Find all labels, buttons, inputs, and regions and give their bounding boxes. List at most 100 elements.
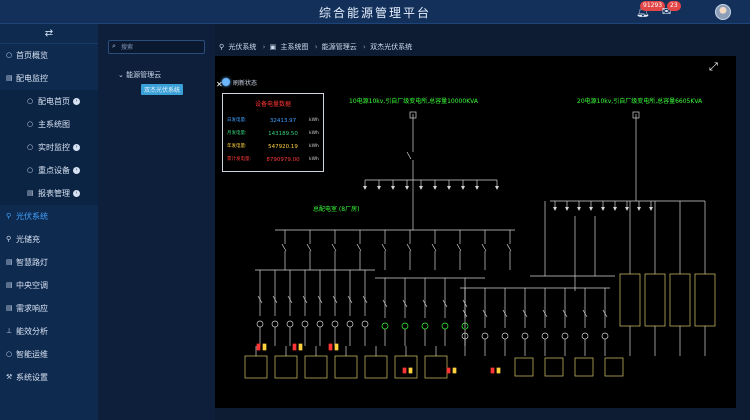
location-pin-icon: ⚲ xyxy=(219,43,225,51)
tree-node-child[interactable]: 双杰光伏系统 xyxy=(141,84,184,95)
document-icon: ▤ xyxy=(27,189,34,197)
arrow-symbol xyxy=(405,186,409,190)
sidebar-item-0[interactable]: ○首页概览 xyxy=(0,44,98,67)
chevron-right-icon: › xyxy=(73,167,80,174)
wire xyxy=(481,243,487,252)
wire xyxy=(356,243,362,252)
sidebar-item-1[interactable]: ▤配电监控 xyxy=(0,67,98,90)
stat-value: 143189.50 xyxy=(268,131,298,137)
sidebar-item-7[interactable]: ⚲光伏系统 xyxy=(0,205,98,228)
equipment-box xyxy=(632,111,640,119)
arrow-symbol xyxy=(495,186,499,190)
search-input[interactable] xyxy=(121,42,201,52)
sidebar-item-11[interactable]: ▤需求响应 xyxy=(0,297,98,320)
stat-value: 32413.97 xyxy=(269,118,297,124)
transformer-symbol xyxy=(581,332,589,340)
sidebar-item-13[interactable]: ○智能运维 xyxy=(0,343,98,366)
wire xyxy=(502,309,508,318)
sidebar-item-label: 需求响应 xyxy=(16,304,48,313)
transformer-symbol xyxy=(286,320,294,328)
breadcrumb-item[interactable]: 光伏系统 xyxy=(228,43,257,51)
sidebar-item-4[interactable]: ○实时监控› xyxy=(0,136,98,159)
equipment-box xyxy=(574,357,594,377)
arrow-symbol xyxy=(589,207,593,211)
breadcrumb-item[interactable]: 主系统图 xyxy=(280,43,309,51)
sidebar-item-10[interactable]: ▤中央空调 xyxy=(0,274,98,297)
wrench-icon: ⚒ xyxy=(6,373,13,381)
sidebar-item-8[interactable]: ⚲ 光储充 xyxy=(0,228,98,251)
equipment-box xyxy=(304,355,328,379)
sidebar-item-12[interactable]: ⊥能效分析 xyxy=(0,320,98,343)
equipment-box xyxy=(694,273,716,327)
stat-unit: kWh xyxy=(309,118,319,123)
breadcrumb-separator: › xyxy=(363,43,366,51)
wire xyxy=(582,309,588,318)
fullscreen-icon[interactable]: ⤢ xyxy=(709,60,718,73)
mail-icon[interactable]: ✉ xyxy=(662,5,672,18)
arrow-symbol xyxy=(553,207,557,211)
arrow-symbol xyxy=(601,207,605,211)
equipment-box xyxy=(402,367,407,374)
wire xyxy=(381,243,387,252)
transformer-symbol xyxy=(421,322,429,330)
circle-icon: ○ xyxy=(27,166,34,174)
stats-title: 设备电量数据 xyxy=(254,101,291,108)
chevron-right-icon: › xyxy=(73,190,80,197)
sidebar-item-14[interactable]: ⚒系统设置 xyxy=(0,366,98,389)
wire xyxy=(317,295,323,304)
tree-node-label: 能源管理云 xyxy=(126,71,162,79)
sidebar-item-2[interactable]: ○配电首页› xyxy=(0,90,98,113)
arrow-symbol xyxy=(577,207,581,211)
sidebar-item-9[interactable]: ▤智慧路灯 xyxy=(0,251,98,274)
sidebar-item-label: 系统设置 xyxy=(16,373,48,382)
equipment-box xyxy=(409,111,417,119)
transformer-symbol xyxy=(401,322,409,330)
tree-node-root[interactable]: ⌄ 能源管理云 xyxy=(118,70,161,80)
sidebar-item-6[interactable]: ▤报表管理› xyxy=(0,182,98,205)
location-pin-icon: ⚲ xyxy=(6,235,12,243)
stat-label: 累计发电量: xyxy=(227,157,252,162)
arrow-symbol xyxy=(377,186,381,190)
wire xyxy=(431,243,437,252)
arrow-symbol xyxy=(637,207,641,211)
equipment-box xyxy=(244,355,268,379)
refresh-status-label: 刷新状态 xyxy=(233,80,258,87)
arrow-symbol xyxy=(475,186,479,190)
equipment-box xyxy=(514,357,534,377)
tree-search: ⌕ xyxy=(108,40,205,54)
sidebar-item-3[interactable]: ○主系统图 xyxy=(0,113,98,136)
stat-label: 月发电量: xyxy=(227,131,247,136)
equipment-box xyxy=(328,343,333,351)
wire xyxy=(302,295,308,304)
arrow-symbol xyxy=(433,186,437,190)
document-icon: ▤ xyxy=(6,304,13,312)
main-content: ⚲ 光伏系统 › ▣ 主系统图 › 能源管理云 › 双杰光伏系统 ⤢ ✕ 刷新状… xyxy=(215,24,750,420)
transformer-symbol xyxy=(601,332,609,340)
transformer-symbol xyxy=(541,332,549,340)
feeder-label-right: 20电源10kv,引自厂级变电所,总容量6605KVA xyxy=(577,98,703,105)
wire xyxy=(281,243,287,252)
wire xyxy=(542,309,548,318)
breadcrumb-separator: › xyxy=(262,43,266,51)
circle-icon: ○ xyxy=(27,120,34,128)
sidebar-item-label: 光储充 xyxy=(16,235,40,244)
transformer-symbol xyxy=(301,320,309,328)
chevron-right-icon: › xyxy=(73,98,80,105)
equipment-box xyxy=(334,355,358,379)
avatar[interactable] xyxy=(715,4,731,20)
transformer-symbol xyxy=(521,332,529,340)
close-icon[interactable]: ✕ xyxy=(216,80,223,89)
transformer-symbol xyxy=(441,322,449,330)
menu-toggle-icon[interactable]: ⇄ xyxy=(0,24,98,44)
wire xyxy=(602,309,608,318)
arrow-symbol xyxy=(565,207,569,211)
sidebar-item-5[interactable]: ○重点设备› xyxy=(0,159,98,182)
breadcrumb-item[interactable]: 能源管理云 xyxy=(321,43,357,51)
equipment-box xyxy=(424,355,448,379)
breadcrumb: ⚲ 光伏系统 › ▣ 主系统图 › 能源管理云 › 双杰光伏系统 xyxy=(215,40,414,54)
arrow-symbol xyxy=(419,186,423,190)
circle-icon: ○ xyxy=(27,97,34,105)
equipment-box xyxy=(604,357,624,377)
wire xyxy=(402,299,408,308)
stat-unit: kWh xyxy=(309,131,319,136)
